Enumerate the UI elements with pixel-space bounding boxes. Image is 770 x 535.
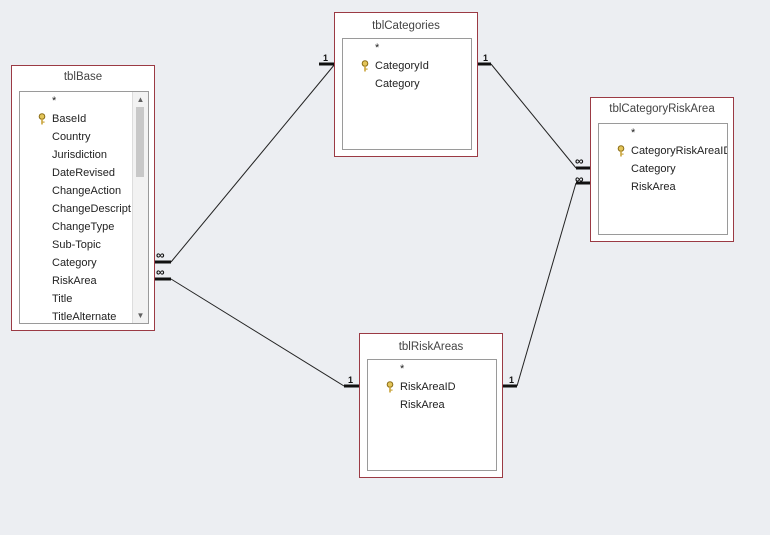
table-title[interactable]: tblCategories: [372, 20, 440, 32]
key-icon: [38, 113, 46, 125]
field-item[interactable]: DateRevised: [52, 167, 115, 179]
field-item-primary-key[interactable]: RiskAreaID: [368, 378, 496, 396]
chevron-down-icon[interactable]: ▼: [136, 311, 145, 320]
field-item[interactable]: Country: [52, 131, 91, 143]
many-label-categoryriskarea-riskareas: ∞: [575, 172, 584, 186]
field-item[interactable]: Jurisdiction: [52, 149, 108, 161]
field-item[interactable]: RiskArea: [400, 399, 445, 411]
field-item[interactable]: RiskArea: [52, 275, 97, 287]
scrollbar-thumb[interactable]: [136, 107, 144, 177]
table-title[interactable]: tblBase: [63, 71, 103, 83]
field-item[interactable]: TitleAlternate: [52, 311, 117, 323]
field-item-primary-key[interactable]: CategoryRiskAreaID: [599, 142, 727, 160]
field-label: CategoryId: [375, 60, 429, 72]
field-label: BaseId: [52, 113, 87, 125]
field-item[interactable]: *: [52, 95, 57, 107]
field-item[interactable]: Sub-Topic: [52, 239, 101, 251]
many-label-base-riskareas: ∞: [156, 265, 165, 279]
table-tblcategories[interactable]: tblCategories * CategoryId Category: [334, 12, 478, 157]
field-item[interactable]: Category: [631, 163, 676, 175]
table-tblcategoryriskarea[interactable]: tblCategoryRiskArea * CategoryRiskAreaID…: [590, 97, 734, 242]
many-label-categoryriskarea-categories: ∞: [575, 154, 584, 168]
many-label-base-categories: ∞: [156, 248, 165, 262]
table-title[interactable]: tblRiskAreas: [398, 341, 464, 353]
one-label-riskareas-right: 1: [509, 375, 515, 385]
field-label: CategoryRiskAreaID: [631, 145, 728, 157]
field-list[interactable]: * CategoryRiskAreaID Category RiskArea: [598, 123, 728, 235]
one-label-riskareas-left: 1: [348, 375, 354, 385]
field-item-primary-key[interactable]: CategoryId: [343, 57, 471, 75]
field-item[interactable]: ChangeType: [52, 221, 115, 233]
vertical-scrollbar[interactable]: ▲ ▼: [132, 92, 148, 323]
field-item[interactable]: Category: [375, 78, 420, 90]
field-item[interactable]: ChangeDescript: [52, 203, 131, 215]
field-item[interactable]: *: [400, 363, 405, 375]
key-icon: [386, 381, 394, 393]
chevron-up-icon[interactable]: ▲: [136, 95, 145, 104]
field-item[interactable]: ChangeAction: [52, 185, 122, 197]
table-tblriskareas[interactable]: tblRiskAreas * RiskAreaID RiskArea: [359, 333, 503, 478]
field-list[interactable]: * RiskAreaID RiskArea: [367, 359, 497, 471]
field-list[interactable]: * CategoryId Category: [342, 38, 472, 150]
field-item[interactable]: Title: [52, 293, 73, 305]
one-label-categories-left: 1: [323, 53, 329, 63]
field-item[interactable]: RiskArea: [631, 181, 676, 193]
table-title[interactable]: tblCategoryRiskArea: [609, 103, 715, 115]
one-label-categories-right: 1: [483, 53, 489, 63]
field-item[interactable]: Category: [52, 257, 97, 269]
field-list[interactable]: * BaseId Country Jurisdiction DateRevise…: [19, 91, 149, 324]
key-icon: [617, 145, 625, 157]
field-item[interactable]: *: [631, 127, 636, 139]
field-item-primary-key[interactable]: BaseId: [20, 110, 148, 128]
field-label: RiskAreaID: [400, 381, 456, 393]
field-item[interactable]: *: [375, 42, 380, 54]
key-icon: [361, 60, 369, 72]
table-tblbase[interactable]: tblBase * BaseId Country Jurisdiction Da…: [11, 65, 155, 331]
